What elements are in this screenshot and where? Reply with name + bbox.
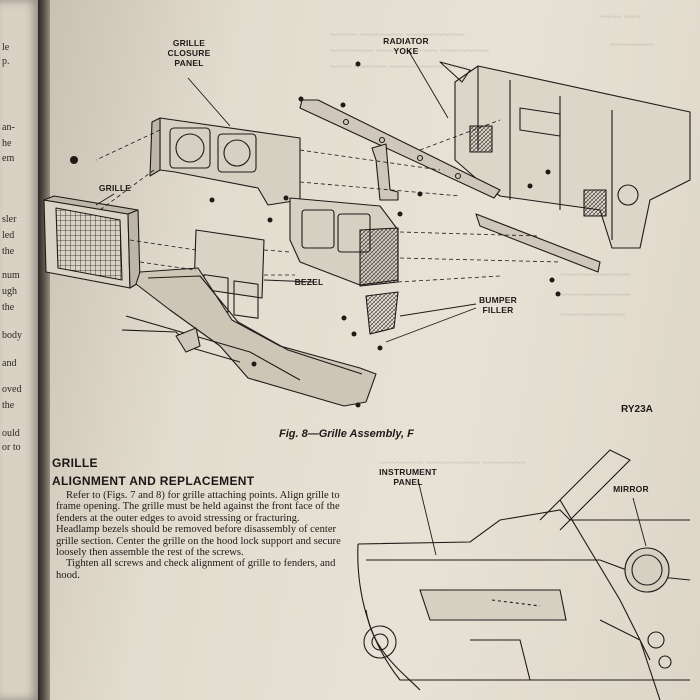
previous-page-text: and — [2, 358, 17, 369]
label-grille: GRILLE — [98, 183, 132, 193]
alignment-lines — [95, 119, 561, 283]
label-mirror: MIRROR — [613, 484, 649, 494]
previous-page-text: oved — [2, 384, 22, 395]
figure-caption: Fig. 8—Grille Assembly, F — [279, 428, 414, 440]
grille-closure-panel-drawing — [149, 117, 399, 287]
body-paragraph: Tighten all screws and check alignment o… — [56, 558, 342, 581]
previous-page-text: ould — [2, 428, 20, 439]
support-bracket-drawing — [371, 143, 399, 201]
previous-page-text: he — [2, 138, 12, 149]
label-grille-closure-panel: GRILLE CLOSURE PANEL — [167, 38, 211, 68]
section-heading: GRILLE — [52, 456, 98, 470]
label-instrument-panel: INSTRUMENT PANEL — [379, 467, 437, 487]
bumper-bar-drawing — [135, 267, 377, 407]
label-radiator-yoke: RADIATOR YOKE — [383, 36, 429, 56]
lower-bracket-drawing — [175, 327, 201, 353]
subsection-heading: ALIGNMENT AND REPLACEMENT — [52, 474, 255, 488]
bumper-filler-drawing — [365, 291, 399, 335]
screw-fasteners — [70, 61, 561, 408]
previous-page-text: ugh — [2, 286, 17, 297]
previous-page-text: led — [2, 230, 15, 241]
previous-page-text: or to — [2, 442, 21, 453]
previous-page-text: p. — [2, 56, 10, 67]
body-paragraph-text: Tighten all screws and check alignment o… — [56, 558, 336, 581]
section-body: Refer to (Figs. 7 and 8) for grille atta… — [56, 490, 342, 581]
body-paragraph: Refer to (Figs. 7 and 8) for grille atta… — [56, 490, 342, 558]
previous-page-text: le — [2, 42, 10, 53]
leader-lines — [95, 49, 477, 343]
radiator-yoke-drawing — [439, 61, 691, 249]
previous-page-edge: le p. an- he em sler led the num ugh the… — [0, 0, 40, 700]
grille-drawing — [43, 195, 141, 289]
previous-page-text: sler — [2, 214, 17, 225]
upper-rail-drawing — [299, 99, 501, 199]
previous-page-text: the — [2, 246, 15, 257]
label-bezel: BEZEL — [294, 277, 324, 287]
instrument-panel-diagram — [357, 449, 691, 700]
previous-page-text: num — [2, 270, 20, 281]
lower-rail-drawing — [475, 213, 601, 273]
label-bumper-filler: BUMPER FILLER — [478, 295, 518, 315]
body-paragraph-text: Refer to (Figs. 7 and 8) for grille atta… — [56, 490, 341, 559]
previous-page-text: the — [2, 400, 15, 411]
previous-page-text: the — [2, 302, 15, 313]
previous-page-text: an- — [2, 122, 15, 133]
previous-page-text: em — [2, 153, 15, 164]
previous-page-text: body — [2, 330, 22, 341]
figure-code: RY23A — [621, 404, 653, 415]
